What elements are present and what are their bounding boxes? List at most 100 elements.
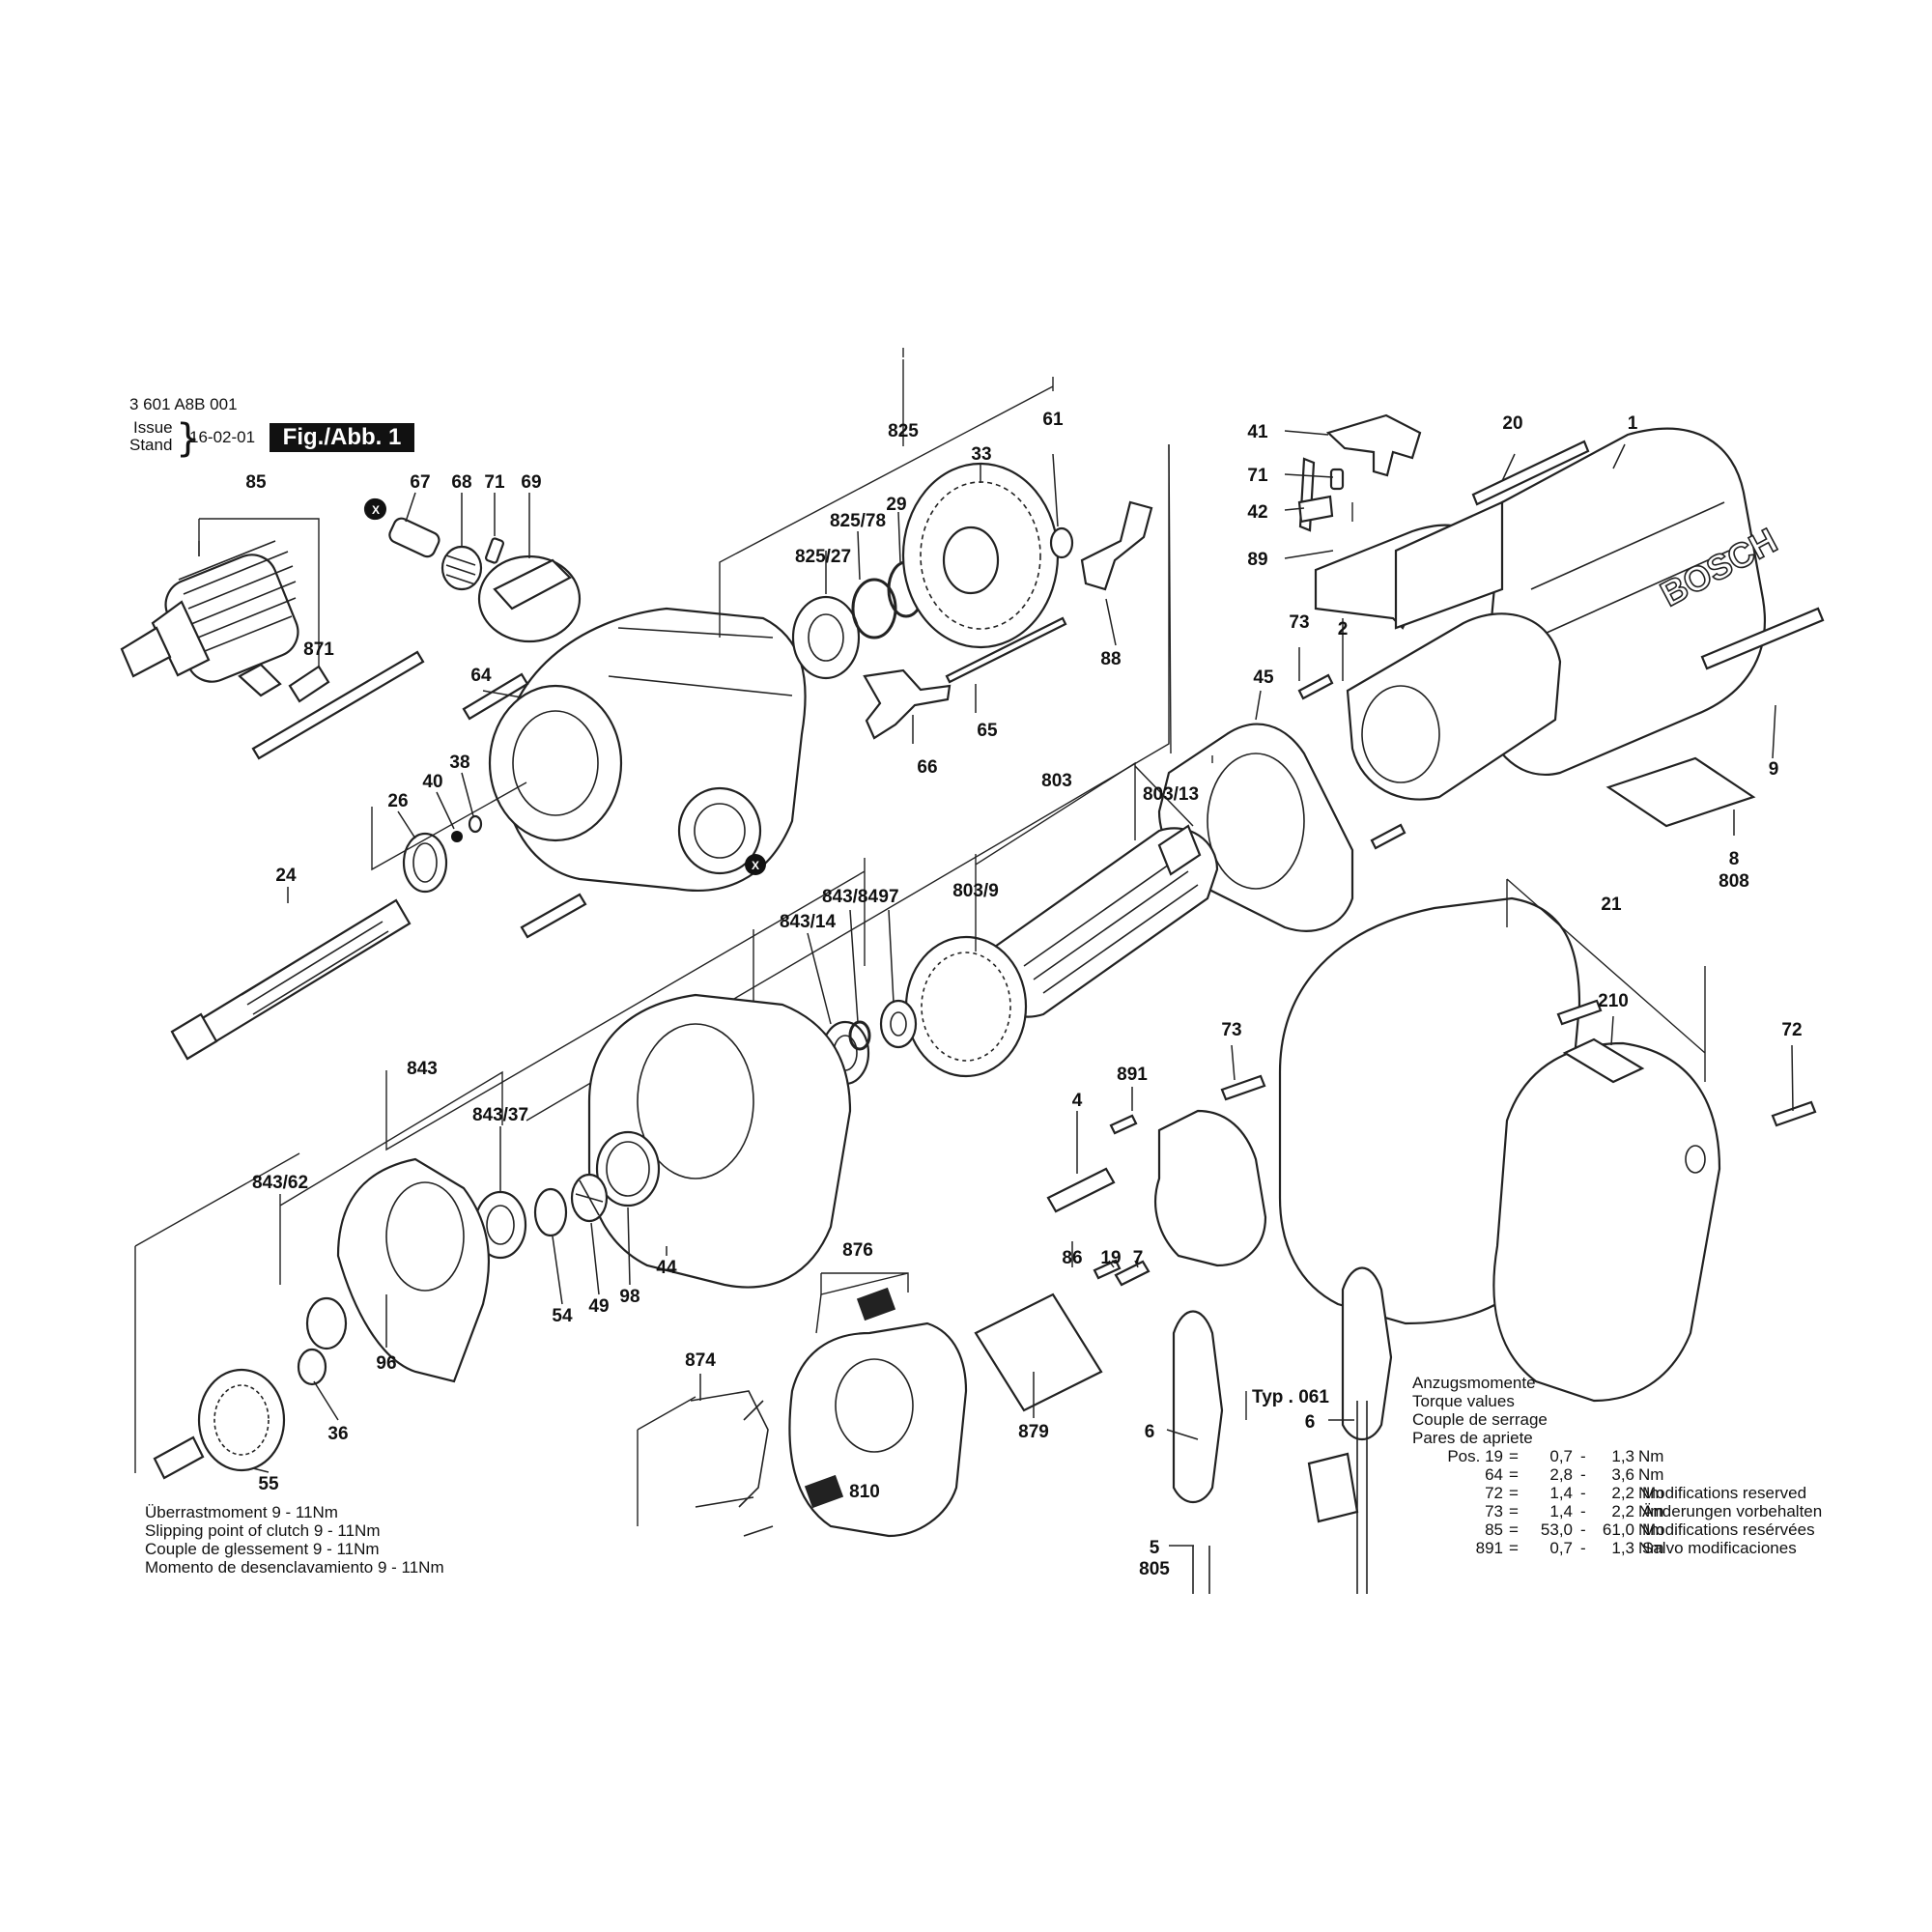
callout-55: 55	[258, 1474, 279, 1494]
callout-24: 24	[275, 866, 297, 886]
callout-874: 874	[685, 1350, 716, 1371]
callout-72: 72	[1781, 1020, 1802, 1040]
part-clutch-55[interactable]	[153, 1368, 286, 1480]
part-spring-68[interactable]	[440, 545, 483, 591]
part-washer-54[interactable]	[533, 1187, 568, 1237]
marker-x-1-text: X	[372, 503, 380, 517]
torque-max: 2,2	[1611, 1502, 1634, 1520]
part-spring-26[interactable]	[402, 832, 448, 894]
part-pin-71[interactable]	[485, 537, 504, 564]
part-ring-98[interactable]	[595, 1130, 661, 1208]
part-stator-2[interactable]	[1346, 612, 1562, 801]
part-screw-73b[interactable]	[1220, 999, 1603, 1101]
callout-68: 68	[451, 472, 471, 493]
part-cover-44[interactable]	[587, 993, 852, 1289]
callout-71b: 71	[1247, 466, 1268, 486]
part-cord-guard-6b[interactable]	[1307, 1266, 1393, 1523]
callout-71a: 71	[484, 472, 505, 493]
callout-843-37: 843/37	[472, 1105, 528, 1125]
torque-dash: -	[1580, 1465, 1586, 1484]
part-chuck-85[interactable]	[120, 540, 305, 689]
part-bearing-97[interactable]	[879, 999, 918, 1049]
torque-title-es: Pares de apriete	[1412, 1429, 1533, 1447]
part-washer-61[interactable]	[1049, 526, 1074, 559]
callout-73b: 73	[1221, 1020, 1241, 1040]
part-fan-49[interactable]	[570, 1173, 609, 1223]
part-cable-805[interactable]	[1192, 1401, 1368, 1594]
callout-805: 805	[1139, 1559, 1170, 1579]
callout-86: 86	[1062, 1248, 1082, 1268]
part-suppressor-879[interactable]	[974, 1293, 1103, 1412]
part-clutch-housing-96[interactable]	[336, 1157, 491, 1383]
part-cap-41[interactable]	[1325, 413, 1422, 477]
torque-unit: Nm	[1638, 1539, 1664, 1557]
part-bushing-36[interactable]	[297, 1348, 327, 1386]
part-rod-65[interactable]	[945, 616, 1067, 684]
part-label-20[interactable]	[1471, 440, 1590, 506]
part-brush-810[interactable]	[804, 1474, 844, 1509]
part-38[interactable]	[468, 814, 483, 834]
part-armature-803[interactable]	[983, 824, 1219, 1018]
part-screw-891[interactable]	[1109, 1114, 1138, 1135]
torque-eq: =	[1509, 1539, 1519, 1557]
part-spring-42[interactable]	[1297, 495, 1334, 524]
part-nut-843-62[interactable]	[305, 1296, 348, 1350]
torque-unit: Nm	[1638, 1484, 1664, 1502]
issue-date: 16-02-01	[189, 428, 256, 446]
torque-max: 2,2	[1611, 1484, 1634, 1502]
callout-5: 5	[1150, 1538, 1160, 1558]
callout-40: 40	[422, 772, 442, 792]
marker-x-2-text: X	[752, 859, 759, 872]
part-label-8[interactable]	[1605, 756, 1756, 828]
part-knob-69[interactable]	[477, 554, 582, 643]
callout-7: 7	[1133, 1248, 1144, 1268]
callout-879: 879	[1018, 1422, 1049, 1442]
figure-badge: Fig./Abb. 1	[270, 423, 414, 452]
torque-dash: -	[1580, 1520, 1586, 1539]
part-screw-73a[interactable]	[1297, 673, 1406, 850]
part-brush-top[interactable]	[856, 1287, 896, 1321]
part-springs-874[interactable]	[690, 1390, 774, 1537]
part-label-210[interactable]	[1562, 1037, 1645, 1084]
torque-unit: Nm	[1638, 1520, 1664, 1539]
callout-843-84: 843/84	[822, 887, 879, 907]
callout-19: 19	[1100, 1248, 1121, 1268]
torque-max: 61,0	[1602, 1520, 1634, 1539]
callout-843: 843	[407, 1059, 438, 1079]
clutch-note-fr: Couple de glessement 9 - 11Nm	[145, 1540, 380, 1558]
torque-max: 1,3	[1611, 1539, 1634, 1557]
part-19[interactable]	[1093, 1259, 1122, 1280]
part-gear-housing[interactable]	[488, 607, 807, 892]
part-spindle-24[interactable]	[170, 898, 412, 1061]
callout-64: 64	[470, 666, 492, 686]
part-cord-guard-6a[interactable]	[1172, 1310, 1224, 1503]
part-ring-843-84[interactable]	[848, 1020, 871, 1051]
part-fork-88[interactable]	[1080, 500, 1153, 591]
callout-88: 88	[1100, 649, 1121, 669]
torque-eq: =	[1509, 1520, 1519, 1539]
torque-title-de: Anzugsmomente	[1412, 1374, 1536, 1392]
callout-66: 66	[917, 757, 937, 778]
part-ball-40[interactable]	[451, 831, 463, 842]
part-label-9[interactable]	[1700, 607, 1825, 670]
callout-843-14: 843/14	[780, 912, 837, 932]
torque-title-fr: Couple de serrage	[1412, 1410, 1548, 1429]
part-fan-803-9[interactable]	[904, 935, 1028, 1078]
part-chuck-key-871[interactable]	[238, 650, 425, 760]
torque-pos: 891	[1475, 1539, 1503, 1557]
part-plate-66[interactable]	[863, 668, 952, 740]
part-switch[interactable]	[1046, 1109, 1267, 1267]
part-gear-33[interactable]	[901, 462, 1060, 649]
part-clamp-7[interactable]	[1114, 1260, 1151, 1287]
callout-8: 8	[1729, 849, 1740, 869]
part-screw-64[interactable]	[462, 672, 587, 939]
torque-dash: -	[1580, 1539, 1586, 1557]
callout-4: 4	[1072, 1091, 1083, 1111]
torque-min: 53,0	[1540, 1520, 1573, 1539]
callout-54: 54	[552, 1306, 573, 1326]
part-bearing-825-27[interactable]	[791, 595, 861, 680]
torque-eq: =	[1509, 1502, 1519, 1520]
part-screw-72[interactable]	[1771, 1100, 1817, 1127]
callout-2: 2	[1338, 619, 1349, 639]
callout-45: 45	[1253, 668, 1274, 688]
